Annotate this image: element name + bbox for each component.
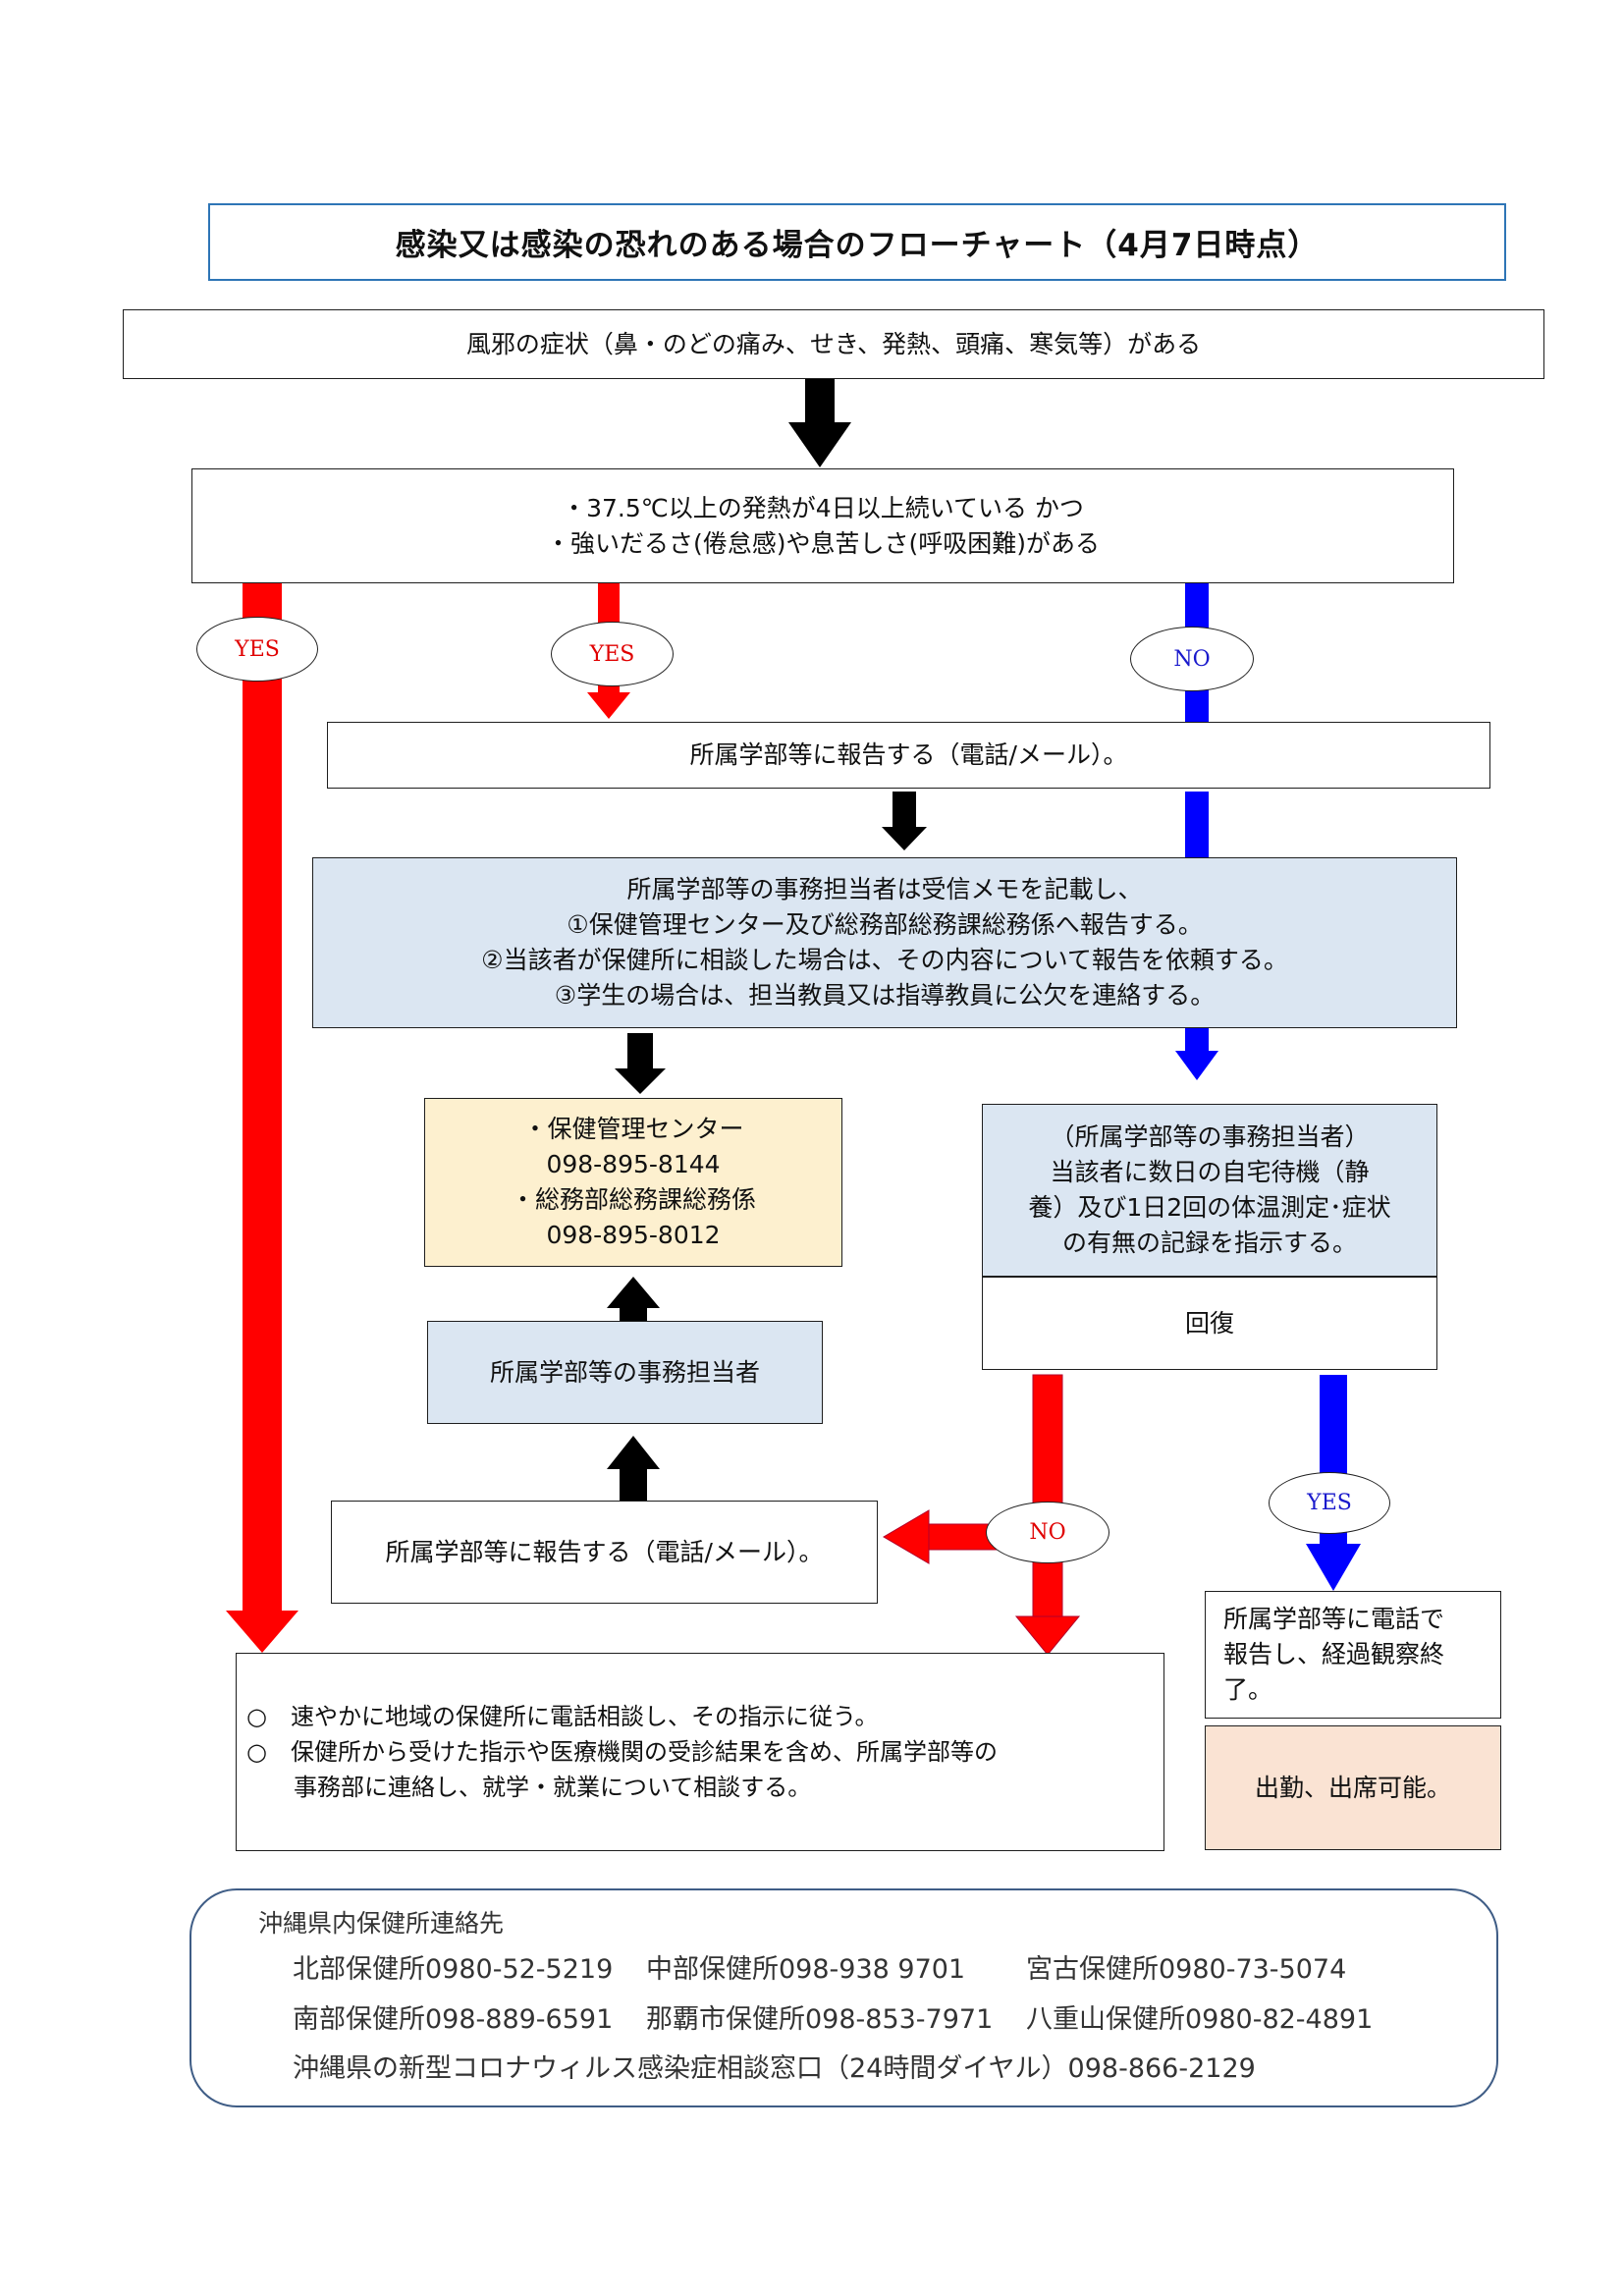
arrow-yes-left-long [226, 579, 298, 1653]
symptoms-text: 風邪の症状（鼻・のどの痛み、せき、発熱、頭痛、寒気等）がある [465, 329, 1202, 358]
home-wait-line: 養）及び1日2回の体温測定･症状 [1028, 1193, 1391, 1222]
health-center-south: 南部保健所098-889-6591 [293, 2004, 614, 2035]
report-bottom-text: 所属学部等に報告する（電話/メール）。 [385, 1537, 824, 1566]
health-center-miyako: 宮古保健所0980-73-5074 [1026, 1954, 1347, 1985]
contacts-box: ・保健管理センター 098-895-8144 ・総務部総務課総務係 098-89… [424, 1098, 842, 1267]
no-label-lower: NO [986, 1502, 1109, 1563]
condition-line-1: ・37.5℃以上の発熱が4日以上続いている かつ [562, 493, 1084, 522]
arrow-down-1 [788, 379, 851, 467]
contacts-heading: 沖縄県内保健所連絡先 [258, 1909, 505, 1938]
home-wait-line: （所属学部等の事務担当者） [1050, 1122, 1370, 1151]
arrow-down-3 [615, 1033, 666, 1094]
health-center-central: 中部保健所098-938 9701 [646, 1954, 966, 1985]
symptoms-box: 風邪の症状（鼻・のどの痛み、せき、発熱、頭痛、寒気等）がある [123, 309, 1544, 379]
condition-line-2: ・強いだるさ(倦怠感)や息苦しさ(呼吸困難)がある [545, 528, 1100, 558]
instruction-line: ○ 速やかに地域の保健所に電話相談し、その指示に従う。 [246, 1703, 879, 1730]
instructions-box: ○ 速やかに地域の保健所に電話相談し、その指示に従う。 ○ 保健所から受けた指示… [236, 1653, 1164, 1851]
yes-label-lower: YES [1269, 1472, 1390, 1534]
instruction-line: 事務部に連絡し、就学・就業について相談する。 [246, 1774, 812, 1801]
phone-report-line: 了。 [1223, 1675, 1273, 1704]
staff-action-line: 所属学部等の事務担当者は受信メモを記載し、 [626, 875, 1143, 903]
report-top-box: 所属学部等に報告する（電話/メール）。 [327, 722, 1490, 789]
attend-ok-text: 出勤、出席可能。 [1254, 1773, 1451, 1802]
yes-label-left: YES [551, 622, 674, 686]
report-bottom-box: 所属学部等に報告する（電話/メール）。 [331, 1501, 878, 1604]
home-wait-line: 当該者に数日の自宅待機（静 [1050, 1158, 1370, 1186]
health-center-yaeyama: 八重山保健所0980-82-4891 [1026, 2004, 1374, 2035]
health-center-naha: 那覇市保健所098-853-7971 [646, 2004, 994, 2035]
contact-name: ・総務部総務課総務係 [510, 1185, 756, 1214]
arrow-up-2 [607, 1436, 660, 1506]
covid-hotline: 沖縄県の新型コロナウィルス感染症相談窓口（24時間ダイヤル）098-866-21… [293, 2053, 1256, 2084]
instruction-line: ○ 保健所から受けた指示や医療機関の受診結果を含め、所属学部等の [246, 1738, 998, 1766]
yes-label-far-left: YES [196, 617, 318, 682]
arrow-up-1 [607, 1277, 660, 1326]
arrow-no-recovery [1014, 1374, 1081, 1656]
staff-action-line: ①保健管理センター及び総務部総務課総務係へ報告する。 [567, 910, 1203, 939]
no-label-right: NO [1130, 627, 1254, 691]
page-title: 感染又は感染の恐れのある場合のフローチャート（4月7日時点） [208, 203, 1506, 281]
phone-report-line: 報告し、経過観察終 [1223, 1640, 1445, 1668]
home-wait-box: （所属学部等の事務担当者） 当該者に数日の自宅待機（静 養）及び1日2回の体温測… [982, 1104, 1437, 1277]
staff-person-text: 所属学部等の事務担当者 [489, 1357, 760, 1387]
home-wait-line: の有無の記録を指示する。 [1061, 1229, 1357, 1257]
health-center-contacts: 沖縄県内保健所連絡先 北部保健所0980-52-5219 中部保健所098-93… [189, 1888, 1498, 2107]
condition-box: ・37.5℃以上の発熱が4日以上続いている かつ ・強いだるさ(倦怠感)や息苦し… [191, 468, 1454, 583]
staff-action-line: ③学生の場合は、担当教員又は指導教員に公欠を連絡する。 [554, 981, 1216, 1010]
staff-action-line: ②当該者が保健所に相談した場合は、その内容について報告を依頼する。 [481, 946, 1288, 974]
contact-name: ・保健管理センター [522, 1115, 744, 1143]
attend-ok-box: 出勤、出席可能。 [1205, 1725, 1501, 1850]
arrow-down-2 [882, 792, 927, 850]
contact-phone: 098-895-8012 [546, 1221, 721, 1249]
contact-phone: 098-895-8144 [546, 1150, 721, 1178]
report-top-text: 所属学部等に報告する（電話/メール）。 [689, 740, 1128, 769]
staff-actions-box: 所属学部等の事務担当者は受信メモを記載し、 ①保健管理センター及び総務部総務課総… [312, 857, 1457, 1028]
recovery-box: 回復 [982, 1277, 1437, 1370]
staff-person-box: 所属学部等の事務担当者 [427, 1321, 823, 1424]
health-center-north: 北部保健所0980-52-5219 [293, 1954, 614, 1985]
recovery-text: 回復 [1184, 1308, 1234, 1338]
phone-report-line: 所属学部等に電話で [1223, 1605, 1445, 1633]
phone-report-box: 所属学部等に電話で 報告し、経過観察終 了。 [1205, 1591, 1501, 1719]
title-text: 感染又は感染の恐れのある場合のフローチャート（4月7日時点） [395, 228, 1320, 263]
